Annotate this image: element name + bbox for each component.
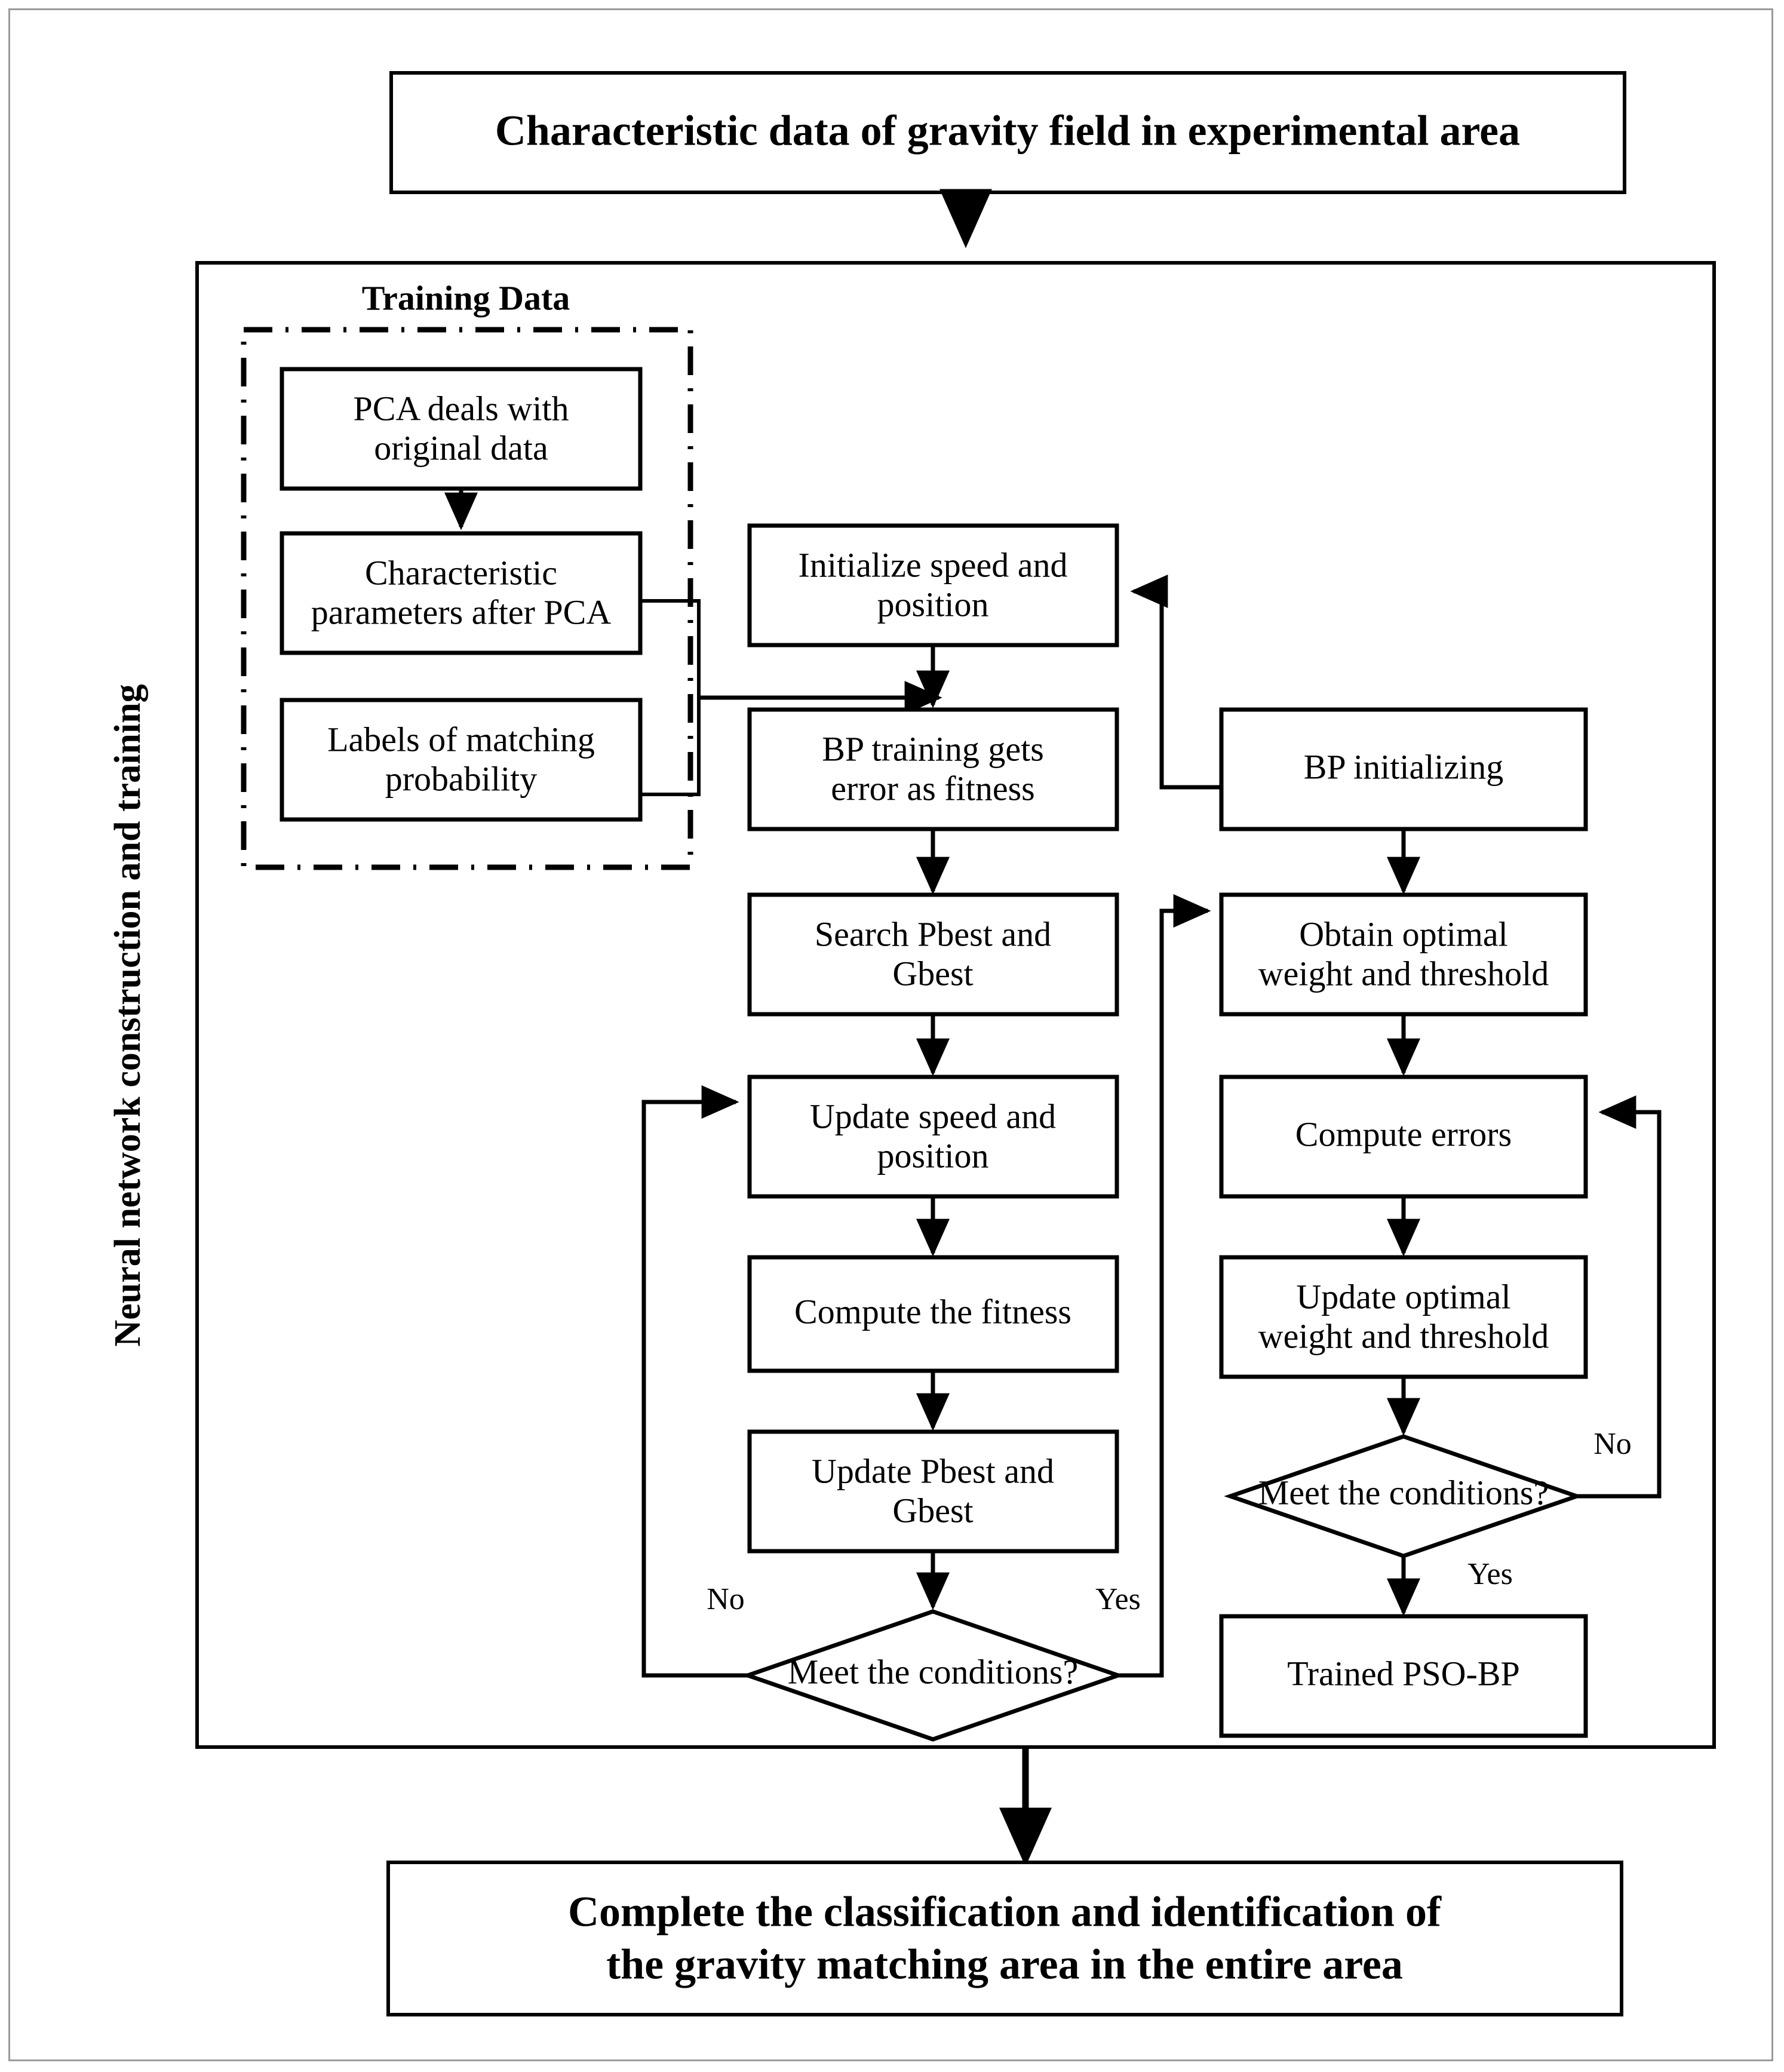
node-init-speed-line1: Initialize speed and bbox=[799, 545, 1068, 584]
node-update-best-box bbox=[747, 1429, 1119, 1554]
node-bp-training-box bbox=[747, 707, 1119, 831]
node-search-best-line2: Gbest bbox=[892, 954, 973, 993]
edge-left-no-loop bbox=[641, 1085, 748, 1678]
top-terminal-box bbox=[389, 71, 1626, 194]
bottom-terminal-line1: Complete the classification and identifi… bbox=[568, 1888, 1442, 1936]
node-char-params-line1: Characteristic bbox=[365, 553, 557, 592]
node-update-speed-line2: position bbox=[877, 1136, 989, 1175]
edge-right-no-loop bbox=[1577, 1095, 1662, 1499]
node-pca-line1: PCA deals with bbox=[354, 389, 569, 428]
node-decision-left-label: Meet the conditions? bbox=[788, 1652, 1078, 1691]
node-update-optimal-line1: Update optimal bbox=[1296, 1277, 1510, 1316]
edge-label-right-no: No bbox=[1593, 1427, 1632, 1461]
node-obtain-optimal-box bbox=[1219, 892, 1588, 1017]
node-obtain-optimal-line2: weight and threshold bbox=[1258, 954, 1549, 993]
node-update-optimal-line2: weight and threshold bbox=[1258, 1316, 1549, 1355]
node-update-best-line1: Update Pbest and bbox=[812, 1451, 1054, 1490]
page-border-frame bbox=[8, 8, 1773, 2061]
node-labels-prob-line1: Labels of matching bbox=[327, 720, 595, 759]
node-bp-init-label: BP initializing bbox=[1304, 747, 1504, 786]
node-search-best-box bbox=[747, 892, 1119, 1017]
main-container-box bbox=[195, 261, 1716, 1749]
edge-bpinit-to-initspeed bbox=[1130, 575, 1221, 790]
node-compute-fitness-line1: Compute the fitness bbox=[794, 1292, 1071, 1331]
node-decision-left-diamond bbox=[741, 1609, 1125, 1742]
node-update-speed-line1: Update speed and bbox=[810, 1097, 1056, 1135]
training-data-dashed-box bbox=[241, 327, 693, 870]
node-bp-training-line2: error as fitness bbox=[831, 769, 1034, 808]
edge-label-left-no: No bbox=[707, 1582, 745, 1616]
training-data-section-label: Training Data bbox=[362, 278, 570, 317]
node-compute-errors-label: Compute errors bbox=[1295, 1115, 1512, 1153]
node-bp-training-line1: BP training gets bbox=[822, 729, 1044, 768]
node-bp-init-box bbox=[1219, 707, 1588, 831]
node-init-speed-line2: position bbox=[877, 585, 989, 624]
edge-left-yes-to-obtain-optimal bbox=[1118, 894, 1211, 1678]
edge-label-right-yes: Yes bbox=[1467, 1557, 1513, 1591]
edge-label-left-yes: Yes bbox=[1095, 1582, 1141, 1616]
node-update-best-line2: Gbest bbox=[892, 1491, 973, 1530]
node-char-params-box bbox=[280, 531, 643, 655]
node-labels-prob-box bbox=[280, 698, 643, 822]
node-char-params-line2: parameters after PCA bbox=[311, 593, 612, 631]
node-obtain-optimal-line1: Obtain optimal bbox=[1299, 914, 1508, 953]
node-trained-psobp-label: Trained PSO-BP bbox=[1287, 1654, 1519, 1693]
node-search-best-line1: Search Pbest and bbox=[815, 914, 1051, 953]
side-vertical-label: Neural network construction and training bbox=[108, 684, 148, 1346]
node-update-optimal-box bbox=[1219, 1255, 1588, 1379]
node-trained-psobp-box bbox=[1219, 1614, 1588, 1738]
node-labels-prob-line2: probability bbox=[385, 759, 538, 798]
node-compute-fitness-box bbox=[747, 1255, 1119, 1373]
node-compute-errors-box bbox=[1219, 1075, 1588, 1199]
top-terminal-label: Characteristic data of gravity field in … bbox=[495, 107, 1520, 155]
node-pca-line2: original data bbox=[374, 428, 548, 467]
node-decision-right-label: Meet the conditions? bbox=[1258, 1473, 1549, 1512]
bottom-terminal-line2: the gravity matching area in the entire … bbox=[606, 1941, 1403, 1988]
bottom-terminal-box bbox=[386, 1861, 1623, 2016]
